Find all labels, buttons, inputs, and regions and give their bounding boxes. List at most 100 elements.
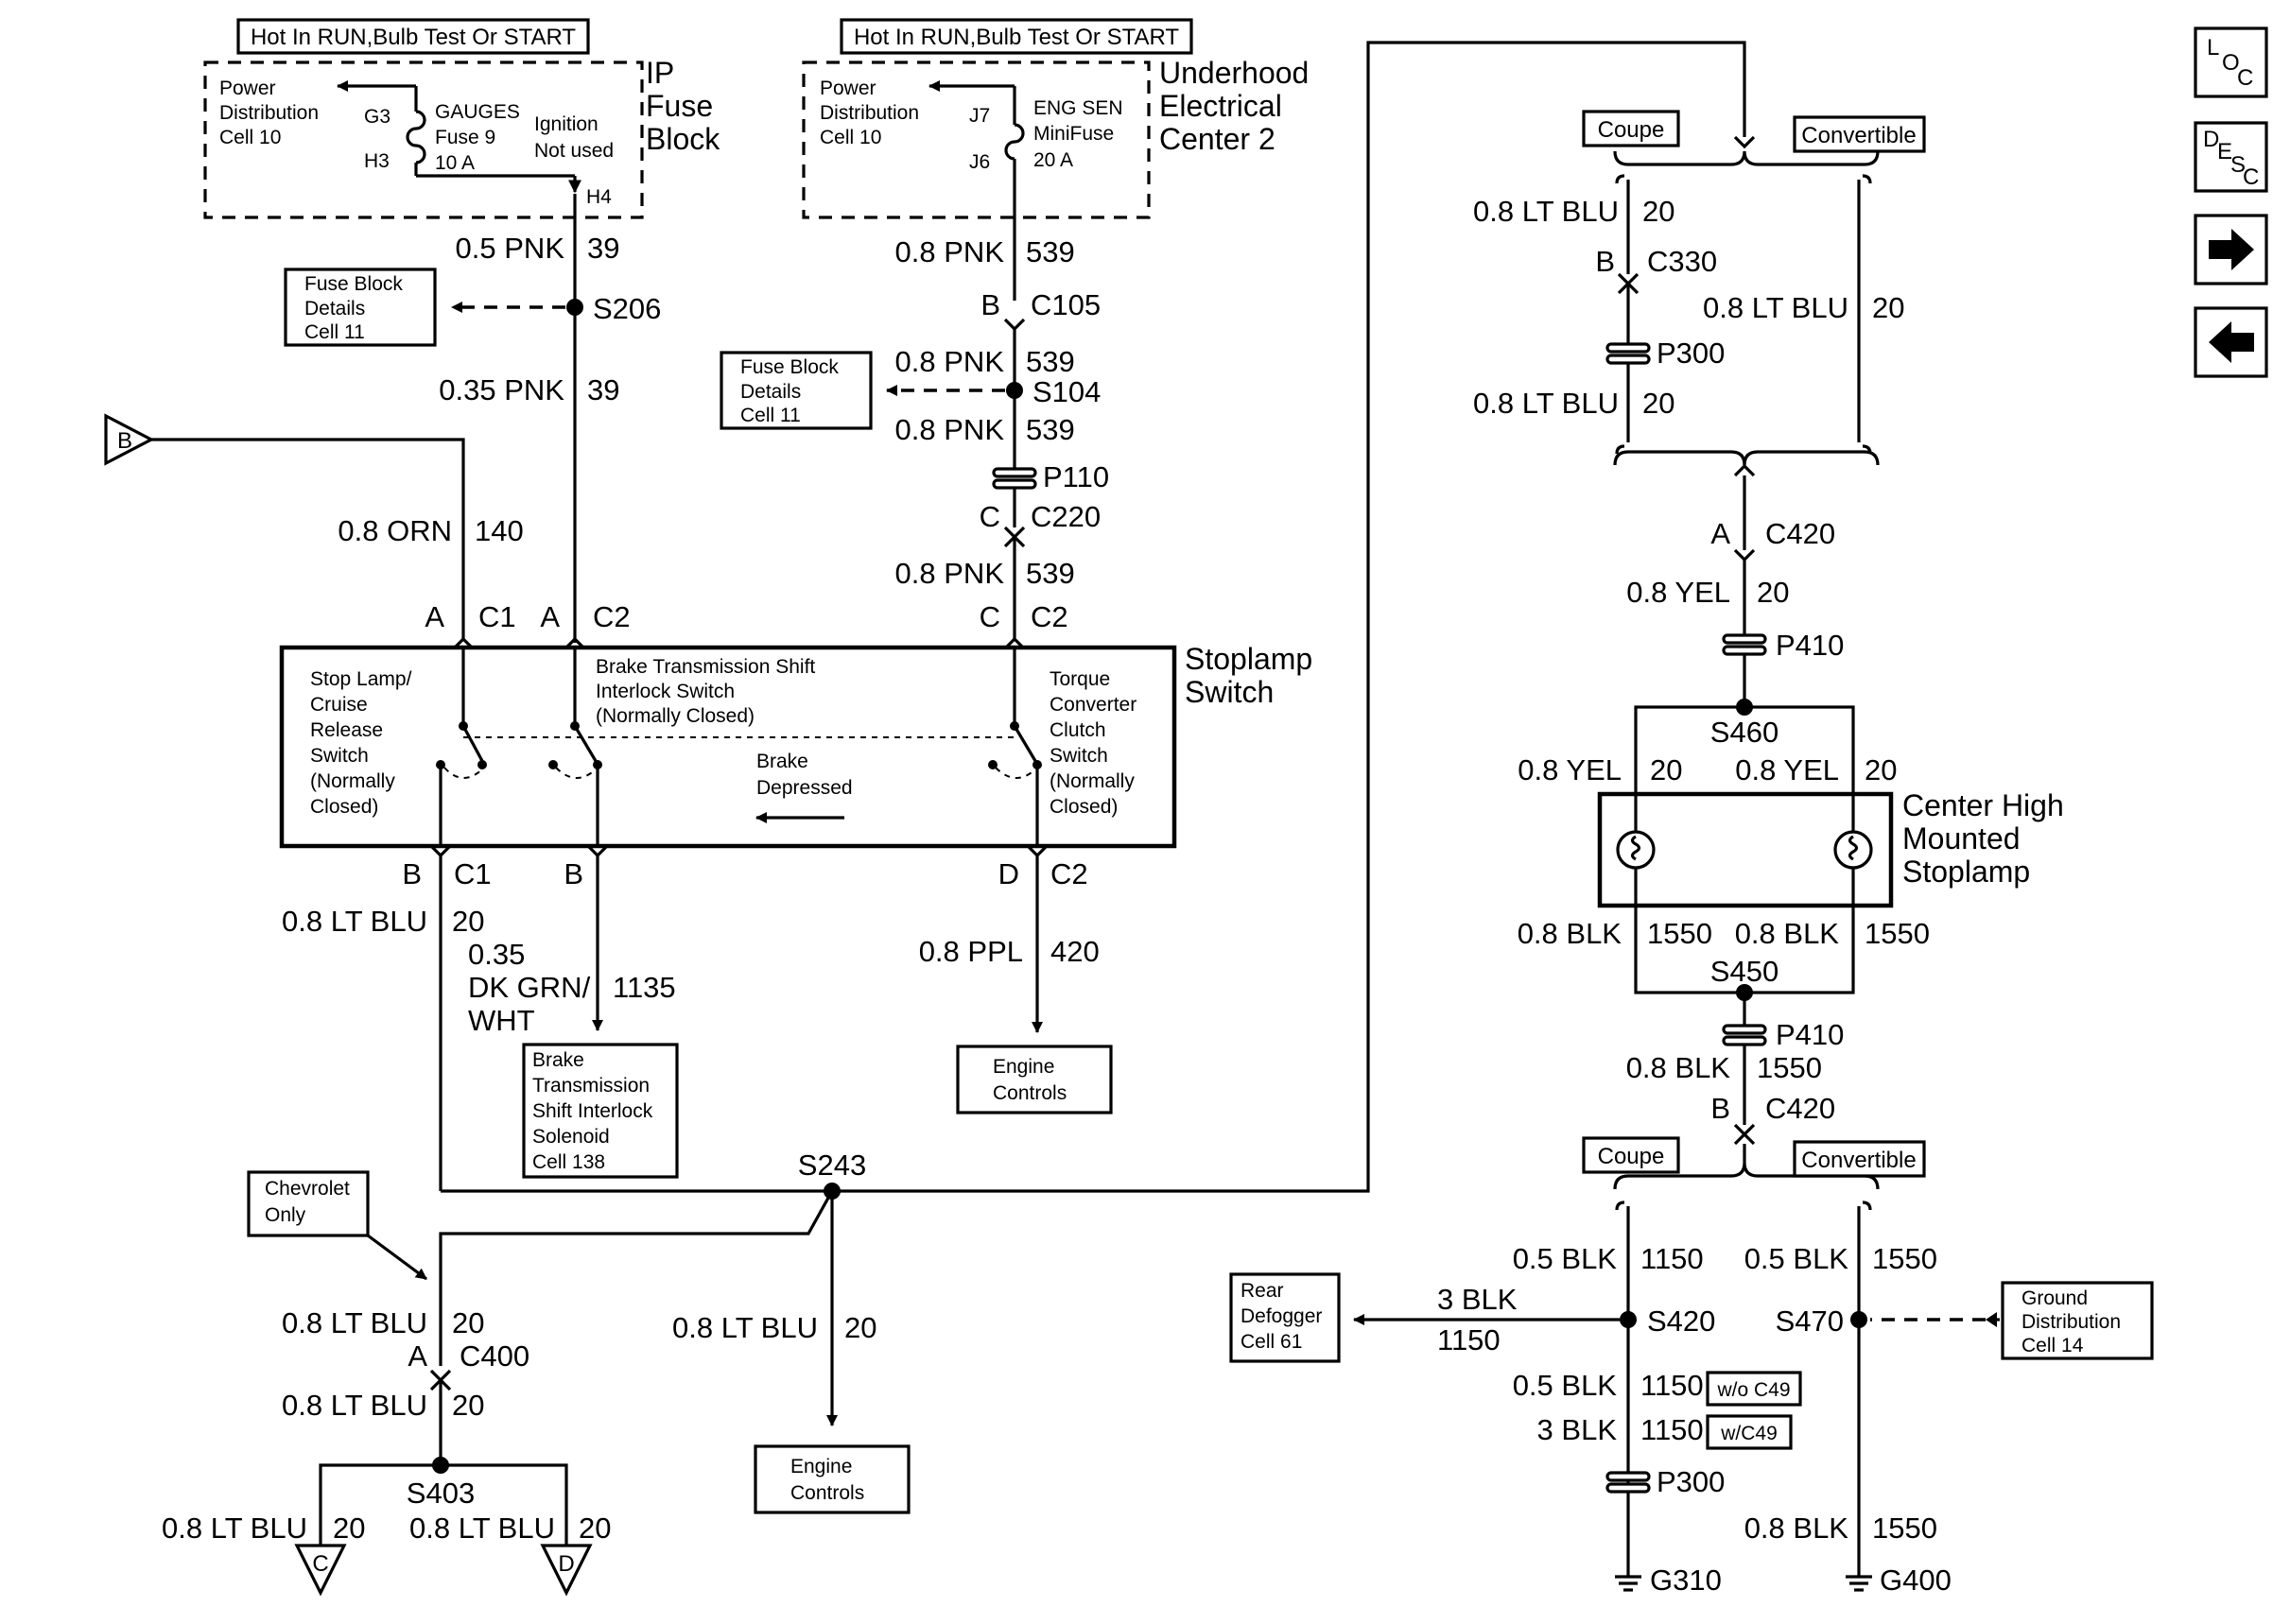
desc-button[interactable]: D E S C [2194,121,2268,193]
svg-text:539: 539 [1026,235,1075,268]
svg-text:20: 20 [452,1306,484,1339]
svg-text:Closed): Closed) [1050,796,1118,818]
svg-text:0.5 BLK: 0.5 BLK [1744,1242,1849,1275]
splice-s104 [1006,382,1023,399]
next-page-button[interactable] [2194,214,2268,285]
svg-text:Interlock Switch: Interlock Switch [596,681,735,702]
svg-text:C330: C330 [1647,245,1717,278]
option-convertible [1793,115,1926,153]
svg-text:GAUGES: GAUGES [435,101,520,123]
pass-through-p410 [1722,633,1767,645]
svg-text:1135: 1135 [613,971,676,1004]
svg-text:20 A: 20 A [1033,149,1073,171]
svg-text:0.8 LT BLU: 0.8 LT BLU [1473,387,1619,420]
offpage-connector-d[interactable] [540,1544,593,1597]
ref-rear-defogger[interactable] [1229,1272,1341,1363]
chmsl-title: Center High [1902,788,2064,822]
svg-text:Cell 10: Cell 10 [219,127,281,148]
svg-text:P300: P300 [1657,1465,1725,1498]
fuse-symbol [406,110,426,164]
ref-engine-controls[interactable] [956,1045,1113,1114]
svg-text:A: A [540,600,560,633]
stoplamp-switch: Stoplamp Switch Stop Lamp/ Cruise Releas… [279,642,1312,849]
svg-text:Details: Details [304,298,365,320]
connector-c420-a [1733,548,1756,562]
ref-btsi-solenoid[interactable] [522,1043,679,1179]
svg-text:S104: S104 [1032,375,1101,408]
underhood-electrical-center: Hot In RUN,Bulb Test Or START Underhood … [802,18,1309,219]
svg-text:C400: C400 [460,1339,529,1373]
ref-fuse-block-details-2[interactable] [720,351,873,430]
svg-text:20: 20 [579,1512,611,1545]
splice-s470 [1850,1311,1867,1328]
svg-text:0.8 BLK: 0.8 BLK [1735,917,1840,950]
svg-text:0.8 LT BLU: 0.8 LT BLU [672,1311,818,1344]
ground-icon [1846,1575,1872,1592]
svg-text:20: 20 [1872,291,1904,324]
svg-text:J6: J6 [969,151,990,173]
ref-engine-controls-2[interactable] [754,1444,911,1514]
svg-text:Cell 14: Cell 14 [2021,1335,2084,1356]
previous-page-button[interactable] [2194,306,2268,378]
svg-text:Cell 10: Cell 10 [820,127,881,148]
svg-text:C2: C2 [1031,600,1068,633]
svg-text:Power: Power [219,78,276,99]
svg-text:0.8 LT BLU: 0.8 LT BLU [282,905,427,938]
stoplamp-switch-body [279,645,1177,849]
stoplamp-switch-top-connectors: A C1 A C2 C C2 [425,600,1068,650]
svg-text:D: D [558,1551,574,1577]
svg-text:w/C49: w/C49 [1720,1423,1778,1444]
svg-text:0.8 LT BLU: 0.8 LT BLU [282,1306,427,1339]
fuse-block-title: IP [646,56,674,90]
svg-text:Controls: Controls [993,1082,1067,1104]
svg-text:0.8 LT BLU: 0.8 LT BLU [282,1389,427,1422]
svg-text:Shift Interlock: Shift Interlock [532,1100,653,1122]
bulb-icon [1616,830,1656,870]
svg-text:P410: P410 [1776,629,1844,662]
svg-text:10 A: 10 A [435,152,475,174]
svg-text:Stop Lamp/: Stop Lamp/ [310,668,412,690]
svg-text:Only: Only [265,1204,306,1226]
svg-text:(Normally: (Normally [310,770,395,792]
hot-label-box-2 [840,18,1193,55]
svg-text:(Normally Closed): (Normally Closed) [596,705,755,727]
svg-text:S460: S460 [1710,716,1778,749]
svg-text:Switch: Switch [1050,745,1108,767]
svg-text:Controls: Controls [790,1482,864,1504]
svg-text:Switch: Switch [1185,675,1274,709]
svg-text:0.8 LT BLU: 0.8 LT BLU [409,1512,555,1545]
svg-text:Coupe: Coupe [1598,117,1665,143]
svg-text:Distribution: Distribution [820,102,919,124]
svg-text:C: C [980,500,1000,533]
chmsl-feed: Coupe Convertible 0.8 LT BLU 20 B C330 P… [1473,110,1926,994]
svg-text:Distribution: Distribution [2021,1311,2121,1333]
svg-text:0.8 BLK: 0.8 BLK [1626,1051,1731,1084]
svg-text:Stoplamp: Stoplamp [1902,855,2030,889]
svg-text:0.8 LT BLU: 0.8 LT BLU [162,1512,307,1545]
loc-button[interactable]: L O C [2194,26,2268,98]
svg-text:C105: C105 [1031,288,1101,321]
svg-text:B: B [1710,1092,1730,1125]
ref-ground-distribution[interactable] [2001,1281,2154,1360]
svg-text:1150: 1150 [1640,1413,1704,1446]
svg-text:MiniFuse: MiniFuse [1033,123,1114,145]
connector-c105 [1003,318,1026,332]
svg-text:S403: S403 [407,1477,475,1510]
offpage-connector-c[interactable] [294,1544,347,1597]
pass-through-p300 [1605,342,1651,354]
svg-text:0.8 YEL: 0.8 YEL [1735,753,1839,786]
svg-text:Release: Release [310,719,383,741]
svg-text:Fuse: Fuse [646,89,713,123]
svg-text:Details: Details [740,381,801,403]
svg-text:39: 39 [587,373,619,406]
svg-text:G400: G400 [1880,1564,1952,1597]
svg-text:0.8 PPL: 0.8 PPL [919,935,1023,968]
svg-text:C420: C420 [1765,517,1835,550]
svg-text:539: 539 [1026,413,1075,446]
offpage-connector-b[interactable] [104,413,155,466]
svg-text:0.8 LT BLU: 0.8 LT BLU [1703,291,1848,324]
svg-text:20: 20 [452,905,484,938]
svg-text:3 BLK: 3 BLK [1537,1413,1618,1446]
uec-title: Underhood [1159,56,1309,90]
ref-fuse-block-details[interactable] [284,268,437,347]
